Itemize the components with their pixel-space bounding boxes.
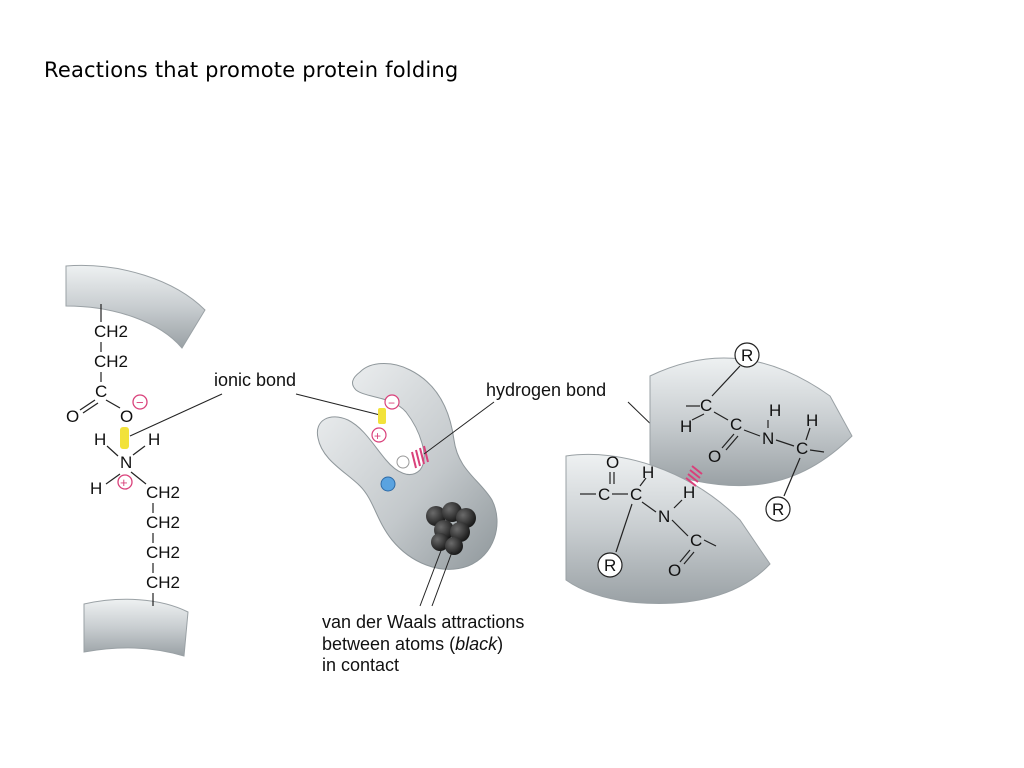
atom-h-upper-1: H [680, 417, 692, 436]
backbone-segment-upper-right [649, 357, 853, 487]
chem-h-amine-right: H [148, 430, 160, 449]
chem-c-carboxyl: C [95, 382, 107, 401]
fold-negative-charge-icon [384, 394, 400, 410]
middle-folded-protein-panel: − + [316, 363, 498, 570]
negative-charge-sign: − [136, 395, 144, 410]
chem-ch2-1: CH2 [94, 322, 128, 341]
positive-charge-sign: + [120, 475, 128, 490]
r-group-upper-right [765, 496, 791, 522]
atom-h-upper-3: H [806, 411, 818, 430]
r-group-upper-right-text: R [772, 500, 784, 519]
fold-nitrogen-atom [380, 476, 396, 492]
fold-negative-sign: − [388, 396, 395, 410]
chem-ch2-6: CH2 [146, 573, 180, 592]
atom-c-upper-1: C [700, 396, 712, 415]
atom-o-lower-top: O [606, 453, 619, 472]
fold-hydrogen-atom [396, 455, 410, 469]
atom-o-upper: O [708, 447, 721, 466]
vdw-label-line1: van der Waals attractions [322, 612, 524, 632]
chem-ch2-5: CH2 [146, 543, 180, 562]
atom-c-upper-3: C [796, 439, 808, 458]
fold-positive-charge-icon [371, 427, 387, 443]
chem-ch2-2: CH2 [94, 352, 128, 371]
atom-c-lower-1: C [598, 485, 610, 504]
backbone-segment-bottom-left [83, 598, 189, 657]
right-hydrogen-bond-panel: R C H C O N H C H R O C [565, 342, 853, 604]
chem-o-minus: O [120, 407, 133, 426]
chem-o-double: O [66, 407, 79, 426]
chem-h-amine-left: H [94, 430, 106, 449]
fold-ionic-bond [378, 408, 386, 424]
fold-positive-sign: + [374, 429, 381, 443]
chem-ch2-3: CH2 [146, 483, 180, 502]
r-group-lower-left-text: R [604, 556, 616, 575]
chem-n-amine: N [120, 453, 132, 472]
chem-ch2-4: CH2 [146, 513, 180, 532]
atom-o-lower-bottom: O [668, 561, 681, 580]
positive-charge-icon [117, 474, 133, 490]
chem-h-amine-bottom: H [90, 479, 102, 498]
slide-title: Reactions that promote protein folding [44, 58, 459, 82]
fold-hydrogen-bond [411, 445, 429, 469]
ionic-bond-label: ionic bond [214, 370, 296, 390]
atom-n-lower: N [658, 507, 670, 526]
vdw-label-line2: between atoms (black) [322, 634, 503, 654]
negative-charge-icon [132, 394, 148, 410]
atom-h-lower-2: H [683, 483, 695, 502]
atom-c-lower-2: C [630, 485, 642, 504]
atom-h-lower-1: H [642, 463, 654, 482]
vdw-label-line3: in contact [322, 655, 399, 675]
hydrogen-bond-label: hydrogen bond [486, 380, 606, 400]
r-group-top-text: R [741, 346, 753, 365]
atom-c-lower-3: C [690, 531, 702, 550]
atom-h-upper-2: H [769, 401, 781, 420]
atom-c-upper-2: C [730, 415, 742, 434]
left-ionic-panel: CH2 CH2 C O O − H N H H + CH2 CH2 CH2 CH… [65, 264, 206, 657]
backbone-segment-top-left [65, 264, 206, 349]
r-group-lower-left [597, 552, 623, 578]
hydrogen-bond-marker [685, 465, 703, 487]
atom-n-upper: N [762, 429, 774, 448]
ionic-bond-marker [120, 427, 129, 449]
r-group-top [734, 342, 760, 368]
vdw-atom-cluster [426, 502, 476, 555]
